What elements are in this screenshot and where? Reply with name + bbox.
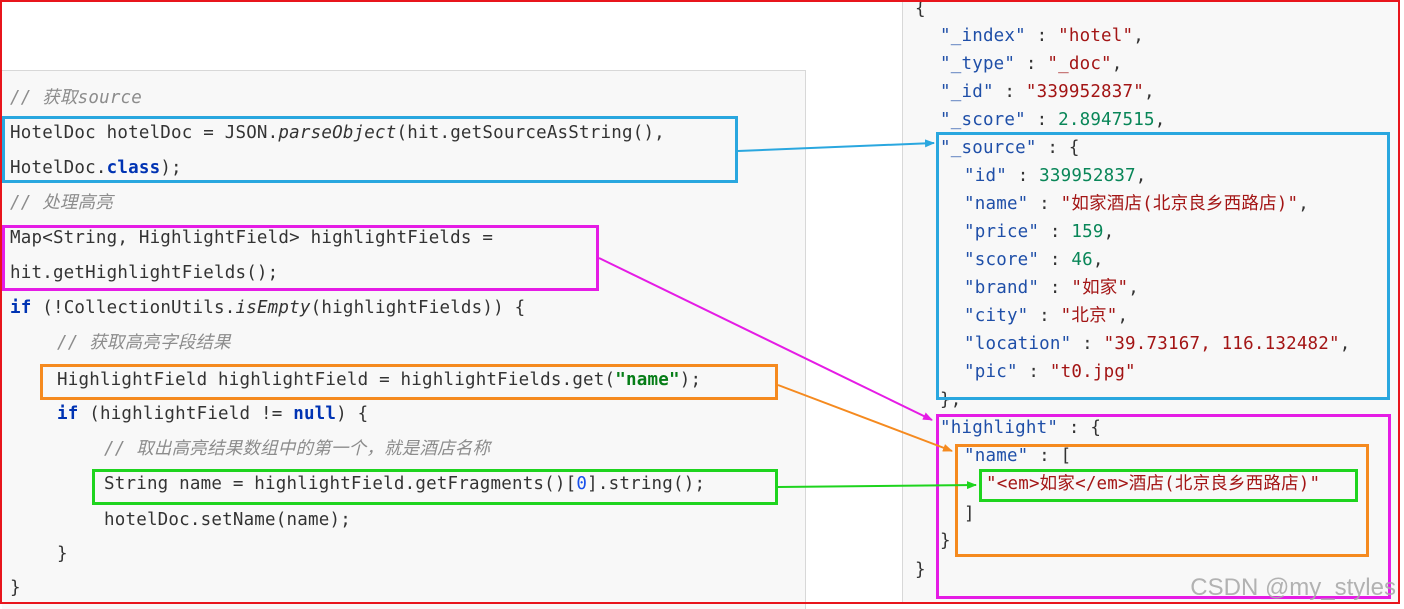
json-close: } — [915, 560, 926, 580]
json-source-city: "city" : "北京", — [964, 306, 1129, 326]
comment-first-fragment: // 取出高亮结果数组中的第一个，就是酒店名称 — [104, 439, 491, 459]
code-panel — [2, 70, 806, 609]
highlight-json-box — [936, 414, 1391, 599]
json-highlight-close: } — [940, 531, 951, 551]
source-json-box — [936, 132, 1390, 400]
code-line-get-fragments: String name = highlightField.getFragment… — [104, 474, 706, 494]
json-source-pic: "pic" : "t0.jpg" — [964, 362, 1136, 382]
json-highlight-name-key: "name" : [ — [964, 446, 1072, 466]
json-id: "_id" : "339952837", — [940, 82, 1155, 102]
json-type: "_type" : "_doc", — [940, 54, 1123, 74]
json-highlight-value: "<em>如家</em>酒店(北京良乡西路店)" — [986, 474, 1321, 494]
highlight-fields-code-box — [2, 225, 599, 291]
arrow-name — [777, 384, 953, 452]
comment-get-field: // 获取高亮字段结果 — [57, 333, 231, 353]
arrow-fragment — [777, 481, 977, 490]
fragments-code-box — [92, 469, 778, 505]
json-source-brand: "brand" : "如家", — [964, 278, 1139, 298]
code-line-class: HotelDoc.class); — [10, 158, 182, 178]
code-line-if-not-empty: if (!CollectionUtils.isEmpty(highlightFi… — [10, 298, 526, 318]
code-line-parse-object: HotelDoc hotelDoc = JSON.parseObject(hit… — [10, 123, 665, 143]
code-line-map-decl: Map<String, HighlightField> highlightFie… — [10, 228, 494, 248]
arrow-highlight — [598, 257, 933, 421]
json-array-close: ] — [964, 504, 975, 524]
name-array-json-box — [955, 444, 1369, 557]
code-line-get-highlight-fields: hit.getHighlightFields(); — [10, 263, 279, 283]
get-name-code-box — [40, 364, 778, 400]
code-line-set-name: hotelDoc.setName(name); — [104, 510, 351, 530]
source-code-box — [2, 116, 738, 183]
code-close-outer: } — [10, 578, 21, 598]
json-source-close: }, — [940, 390, 962, 410]
json-index: "_index" : "hotel", — [940, 26, 1145, 46]
arrow-source — [737, 139, 935, 152]
json-panel — [902, 0, 1399, 604]
json-score: "_score" : 2.8947515, — [940, 110, 1166, 130]
json-open: { — [915, 0, 926, 19]
json-highlight-key: "highlight" : { — [940, 418, 1102, 438]
code-line-get-name-field: HighlightField highlightField = highligh… — [57, 370, 702, 390]
comment-highlight: // 处理高亮 — [10, 193, 114, 213]
json-source-location: "location" : "39.73167, 116.132482", — [964, 334, 1351, 354]
json-source-name: "name" : "如家酒店(北京良乡西路店)", — [964, 194, 1310, 214]
json-source-score: "score" : 46, — [964, 250, 1104, 270]
watermark: CSDN @my_styles — [1190, 574, 1396, 601]
json-source-price: "price" : 159, — [964, 222, 1115, 242]
json-source-key: "_source" : { — [940, 138, 1080, 158]
code-close-inner: } — [57, 544, 68, 564]
json-source-id: "id" : 339952837, — [964, 166, 1147, 186]
code-line-if-not-null: if (highlightField != null) { — [57, 404, 369, 424]
fragment-json-box — [979, 469, 1358, 502]
comment-get-source: // 获取source — [10, 88, 143, 108]
